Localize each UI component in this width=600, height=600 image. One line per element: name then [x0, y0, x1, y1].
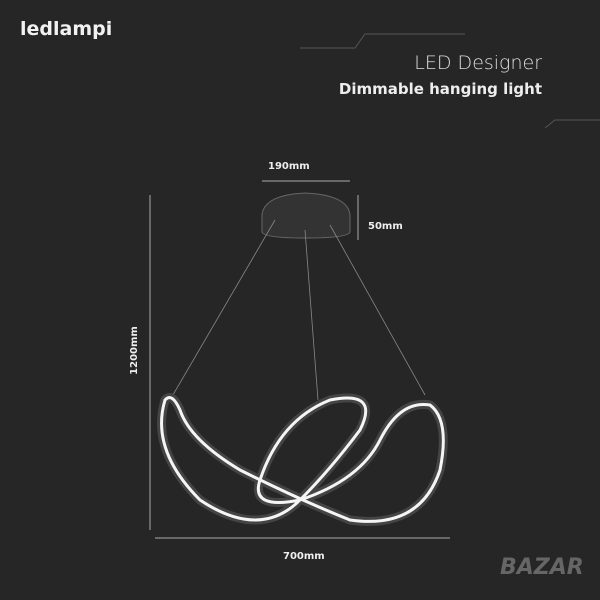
total-width-label: 700mm — [283, 551, 325, 562]
lamp-ring — [157, 393, 448, 526]
canopy — [261, 192, 351, 239]
decor-line — [544, 119, 600, 129]
total-height-label: 1200mm — [128, 326, 140, 375]
canopy-height-label: 50mm — [368, 221, 403, 232]
canopy-width-label: 190mm — [268, 161, 310, 172]
product-subtitle: Dimmable hanging light — [338, 80, 542, 98]
product-title: LED Designer — [414, 52, 542, 74]
decor-line — [300, 33, 465, 49]
brand-logo: ledlampi — [20, 18, 113, 40]
watermark-logo: BAZAR — [500, 555, 584, 580]
